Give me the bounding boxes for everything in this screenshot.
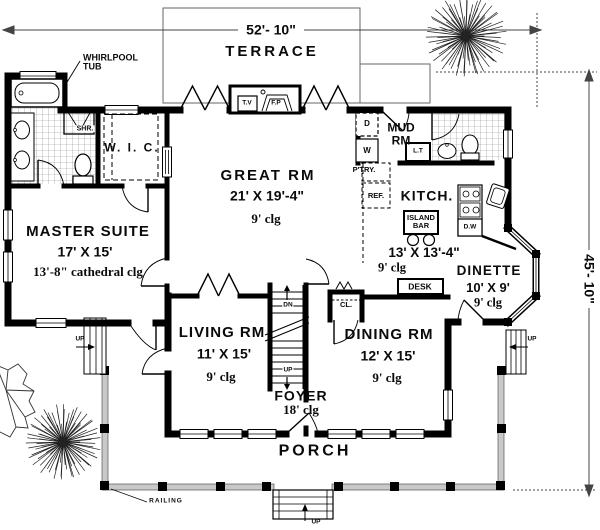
closet-label: CL. bbox=[339, 300, 353, 310]
laundry-fixtures bbox=[355, 112, 431, 163]
dryer-label: D bbox=[364, 118, 370, 128]
kitchen-fixtures bbox=[361, 162, 517, 295]
foyer-ceiling: 18' clg bbox=[283, 402, 319, 418]
dimension-height-label: 45'- 10" bbox=[581, 251, 597, 307]
master-suite-ceiling: 13'-8" cathedral clg bbox=[33, 264, 143, 280]
great-rm-name: GREAT RM bbox=[220, 167, 316, 185]
master-bath-fixtures bbox=[10, 78, 95, 185]
windows bbox=[3, 71, 513, 439]
tree-sunburst-top-right bbox=[425, 0, 507, 77]
wic-label: W. I. C. bbox=[104, 140, 160, 155]
washer-label: W bbox=[363, 145, 371, 155]
dining-rm-size: 12' X 15' bbox=[360, 347, 416, 364]
tree-sunburst-bottom-left bbox=[25, 404, 101, 480]
stairs-dn-label: DN bbox=[282, 301, 294, 310]
mud-rm-label: MUD RM bbox=[387, 120, 415, 147]
kitchen-size: 13' X 13'-4" bbox=[388, 244, 460, 260]
master-suite-size: 17' X 15' bbox=[57, 243, 113, 260]
foyer-label: FOYER bbox=[274, 387, 328, 404]
bay-window bbox=[504, 224, 540, 326]
dining-rm-name: DINING RM bbox=[344, 326, 434, 344]
great-rm-size: 21' X 19'-4" bbox=[229, 187, 305, 204]
shower-label: SHR. bbox=[75, 125, 95, 133]
trees bbox=[0, 0, 507, 480]
dimension-width-label: 52'- 10" bbox=[243, 22, 299, 38]
dimension-lines bbox=[1, 13, 597, 498]
porch-up-front-label: UP bbox=[311, 518, 321, 526]
living-rm-ceiling: 9' clg bbox=[206, 369, 236, 385]
pantry-label: P'TRY. bbox=[352, 165, 376, 175]
staircase bbox=[264, 285, 310, 390]
fridge-label: REF. bbox=[367, 191, 385, 201]
kitchen-ceiling: 9' clg bbox=[377, 260, 407, 275]
stairs-up-label: UP bbox=[282, 366, 294, 375]
whirlpool-tub-label: WHIRLPOOL TUB bbox=[83, 52, 138, 72]
mud-bath-fixtures bbox=[437, 134, 480, 161]
desk-label: DESK bbox=[408, 281, 432, 292]
dinette-size: 10' X 9' bbox=[466, 280, 510, 296]
living-rm-size: 11' X 15' bbox=[196, 345, 252, 362]
closet-details bbox=[332, 280, 360, 301]
porch-up-west-label: UP bbox=[75, 335, 85, 343]
dinette-name: DINETTE bbox=[456, 262, 522, 278]
fireplace-label: F.P bbox=[271, 99, 281, 107]
railing-label: RAILING bbox=[149, 497, 183, 505]
great-rm-ceiling: 9' clg bbox=[251, 211, 281, 227]
wic-shelving bbox=[103, 113, 159, 181]
fireplace bbox=[228, 84, 302, 115]
porch-up-east-label: UP bbox=[527, 335, 537, 343]
porch-label: PORCH bbox=[278, 442, 352, 460]
laundry-tub-label: L.T bbox=[413, 147, 423, 155]
porch-steps bbox=[76, 317, 528, 521]
kitchen-name: KITCH. bbox=[400, 187, 454, 204]
terrace-label: TERRACE bbox=[225, 43, 319, 61]
tv-label: T.V bbox=[242, 99, 252, 107]
living-rm-name: LIVING RM bbox=[178, 324, 266, 342]
dishwasher-label: D.W bbox=[463, 223, 477, 231]
tree-deciduous bbox=[0, 363, 36, 438]
dining-rm-ceiling: 9' clg bbox=[372, 370, 402, 386]
island-bar-label: ISLAND BAR bbox=[407, 213, 435, 230]
master-suite-name: MASTER SUITE bbox=[26, 223, 150, 241]
doors bbox=[37, 60, 487, 435]
dinette-ceiling: 9' clg bbox=[473, 295, 503, 310]
